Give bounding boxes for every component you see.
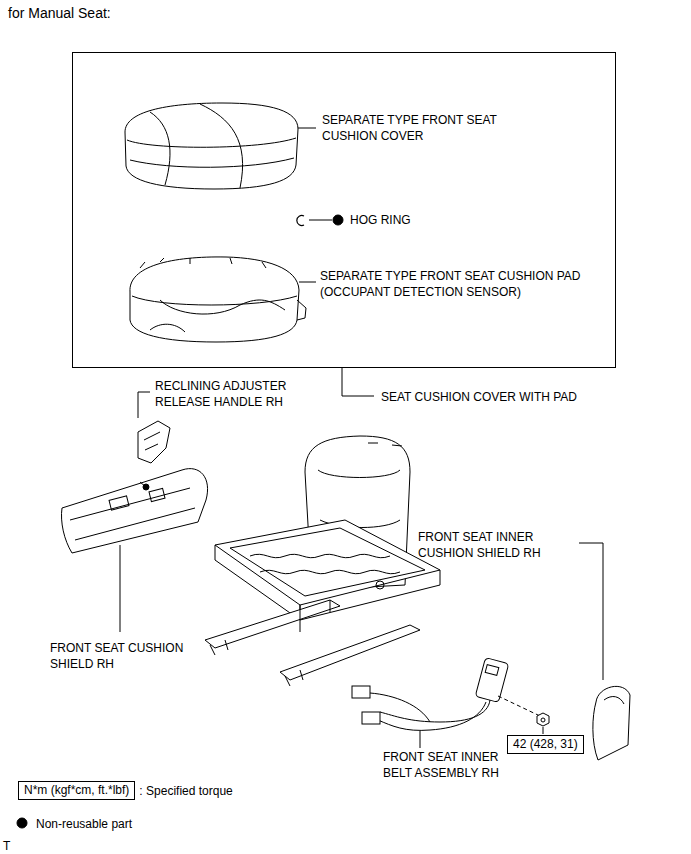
torque-box: 42 (428, 31)	[507, 735, 584, 754]
part-name: FRONT SEAT CUSHION SHIELD RH	[50, 640, 200, 672]
torque-value: 42 (428, 31)	[513, 737, 578, 752]
non-reusable-dot	[17, 818, 27, 828]
torque-unit: N*m (kgf*cm, ft.*lbf)	[24, 783, 129, 798]
part-name: SEAT CUSHION COVER WITH PAD	[381, 390, 577, 405]
part-name: FRONT SEAT INNER BELT ASSEMBLY RH	[383, 749, 523, 781]
part-name: SEPARATE TYPE FRONT SEAT CUSHION PAD (OC…	[320, 268, 612, 300]
figure-code: T	[3, 838, 10, 854]
part-name: RECLINING ADJUSTER RELEASE HANDLE RH	[155, 378, 305, 410]
cushion-pad-drawing	[130, 257, 316, 342]
part-name: FRONT SEAT INNER CUSHION SHIELD RH	[418, 529, 568, 561]
inner-shield-drawing	[579, 543, 630, 760]
part-name: HOG RING	[350, 212, 411, 228]
part-name: SEPARATE TYPE FRONT SEAT CUSHION COVER	[322, 112, 522, 144]
assembly-enclosure: SEAT CUSHION COVER WITH PAD	[72, 52, 616, 368]
seat-frame-drawing	[205, 436, 440, 686]
leader-line	[342, 368, 374, 396]
cushion-cover-drawing	[125, 103, 316, 189]
legend-text: : Specified torque	[139, 783, 232, 799]
page-title: for Manual Seat:	[8, 4, 111, 22]
hog-ring-drawing	[297, 215, 343, 226]
unit-box: N*m (kgf*cm, ft.*lbf)	[18, 781, 135, 800]
cushion-shield-drawing	[61, 469, 207, 632]
legend-text: Non-reusable part	[36, 816, 132, 832]
